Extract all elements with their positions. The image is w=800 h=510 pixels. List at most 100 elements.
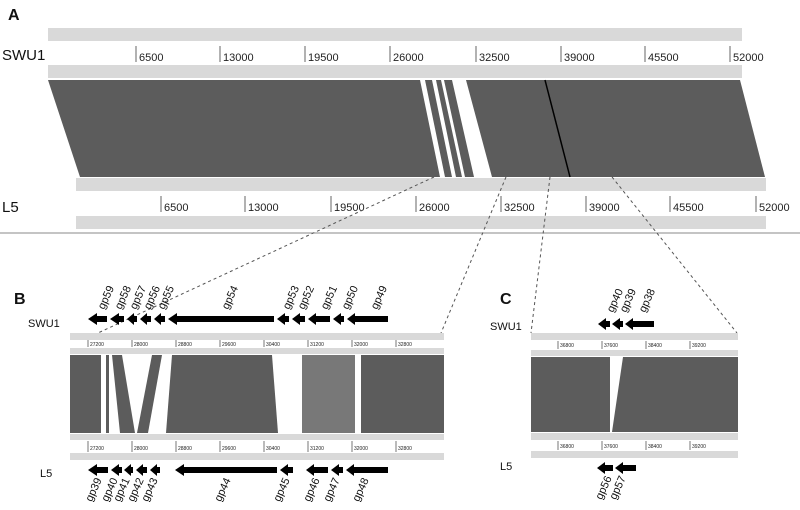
panel-b-bottom-ruler: 27200 28000 28800 29600 30400 31200 3200… [87, 441, 412, 452]
panel-b: B SWU1 L5 gp59 gp58 gp57 gp56 gp55 gp54 … [14, 284, 444, 503]
panel-a-top-track-upper [48, 28, 742, 41]
gene-label: gp45 [271, 476, 292, 503]
panel-c-bottom-gene-labels: gp56 gp57 [593, 474, 628, 501]
ruler-tick-label: 32000 [354, 446, 368, 452]
gene-label: gp38 [637, 287, 658, 314]
gene-arrow [612, 318, 623, 330]
ruler-tick-label: 38400 [648, 444, 662, 450]
gene-arrow [346, 464, 388, 476]
homology-block [106, 355, 109, 433]
panel-c: C SWU1 L5 gp40 gp39 gp38 36800 37600 384… [490, 287, 738, 501]
ruler-tick-label: 39200 [692, 444, 706, 450]
ruler-tick-label: 32500 [504, 202, 535, 214]
gene-arrow [88, 464, 108, 476]
homology-block [48, 80, 440, 177]
gene-arrow [150, 464, 160, 476]
homology-block [425, 80, 452, 177]
ruler-tick-label: 27200 [90, 342, 104, 348]
panel-b-bottom-track-lower [70, 453, 444, 460]
gene-arrow [175, 464, 277, 476]
panel-b-top-track-lower [70, 348, 444, 354]
panel-a-top-genome-label: SWU1 [2, 47, 45, 64]
gene-arrow [110, 313, 124, 325]
homology-block [70, 355, 101, 433]
gene-label: gp49 [369, 284, 390, 311]
zoom-connector [440, 176, 507, 334]
ruler-tick-label: 39000 [564, 52, 595, 64]
gene-arrow [168, 313, 274, 325]
ruler-tick-label: 32800 [398, 342, 412, 348]
gene-arrow [615, 462, 636, 474]
ruler-tick-label: 28000 [134, 446, 148, 452]
ruler-tick-label: 28800 [178, 342, 192, 348]
homology-block [466, 80, 765, 177]
gene-label: gp54 [220, 284, 241, 311]
ruler-tick-label: 6500 [164, 202, 188, 214]
panel-c-bottom-genome-label: L5 [500, 461, 512, 473]
zoom-connectors [97, 176, 738, 334]
ruler-tick-label: 29600 [222, 342, 236, 348]
ruler-tick-label: 13000 [223, 52, 254, 64]
gene-label: gp46 [301, 476, 322, 503]
panel-c-top-gene-arrows [598, 318, 654, 330]
gene-label: gp50 [340, 284, 361, 311]
panel-c-top-gene-labels: gp40 gp39 gp38 [605, 287, 658, 314]
homology-block [531, 357, 610, 432]
homology-block [166, 355, 278, 433]
panel-a: A SWU1 L5 6500 13000 19500 26000 32500 3… [0, 7, 800, 234]
homology-block [361, 355, 444, 433]
gene-arrow [625, 318, 654, 330]
gene-arrow [347, 313, 388, 325]
panel-b-top-track-upper [70, 333, 444, 340]
panel-c-bottom-track-lower [531, 451, 738, 458]
gene-arrow [154, 313, 165, 325]
panel-a-bottom-ruler: 6500 13000 19500 26000 32500 39000 45500… [160, 196, 790, 214]
ruler-tick-label: 26000 [419, 202, 450, 214]
panel-b-top-gene-labels: gp59 gp58 gp57 gp56 gp55 gp54 gp53 gp52 … [96, 284, 390, 311]
homology-block [112, 355, 135, 433]
homology-block [444, 80, 474, 177]
panel-c-top-ruler: 36800 37600 38400 39200 [557, 341, 706, 349]
panel-c-top-genome-label: SWU1 [490, 321, 522, 333]
ruler-tick-label: 32500 [479, 52, 510, 64]
gene-arrow [136, 464, 147, 476]
ruler-tick-label: 39000 [589, 202, 620, 214]
ruler-tick-label: 45500 [673, 202, 704, 214]
panel-a-bottom-genome-label: L5 [2, 199, 19, 216]
panel-c-bottom-gene-arrows [597, 462, 636, 474]
gene-arrow [597, 462, 613, 474]
gene-label: gp47 [321, 476, 342, 503]
ruler-tick-label: 45500 [648, 52, 679, 64]
ruler-tick-label: 27200 [90, 446, 104, 452]
zoom-connector [530, 176, 551, 334]
gene-arrow [88, 313, 107, 325]
homology-edge [544, 79, 571, 178]
homology-block [436, 80, 462, 177]
ruler-tick-label: 30400 [266, 446, 280, 452]
gene-arrow [331, 464, 343, 476]
ruler-tick-label: 37600 [604, 444, 618, 450]
gene-arrow [127, 313, 137, 325]
gene-arrow [308, 313, 330, 325]
gene-arrow [280, 464, 293, 476]
panel-b-top-gene-arrows [88, 313, 388, 325]
panel-a-letter: A [8, 7, 20, 24]
panel-c-top-track-lower [531, 350, 738, 356]
gene-arrow [333, 313, 344, 325]
panel-b-top-genome-label: SWU1 [28, 318, 60, 330]
gene-arrow [140, 313, 151, 325]
panel-b-bottom-gene-labels: gp39 gp40 gp41 gp42 gp43 gp44 gp45 gp46 … [83, 476, 371, 503]
ruler-tick-label: 26000 [393, 52, 424, 64]
ruler-tick-label: 37600 [604, 343, 618, 349]
gene-arrow [598, 318, 610, 330]
homology-block-light [302, 355, 355, 433]
panel-b-bottom-track-upper [70, 434, 444, 440]
panel-c-top-track-upper [531, 333, 738, 340]
ruler-tick-label: 6500 [139, 52, 163, 64]
ruler-tick-label: 39200 [692, 343, 706, 349]
panel-c-bottom-track-upper [531, 433, 738, 440]
ruler-tick-label: 28800 [178, 446, 192, 452]
gene-arrow [111, 464, 122, 476]
